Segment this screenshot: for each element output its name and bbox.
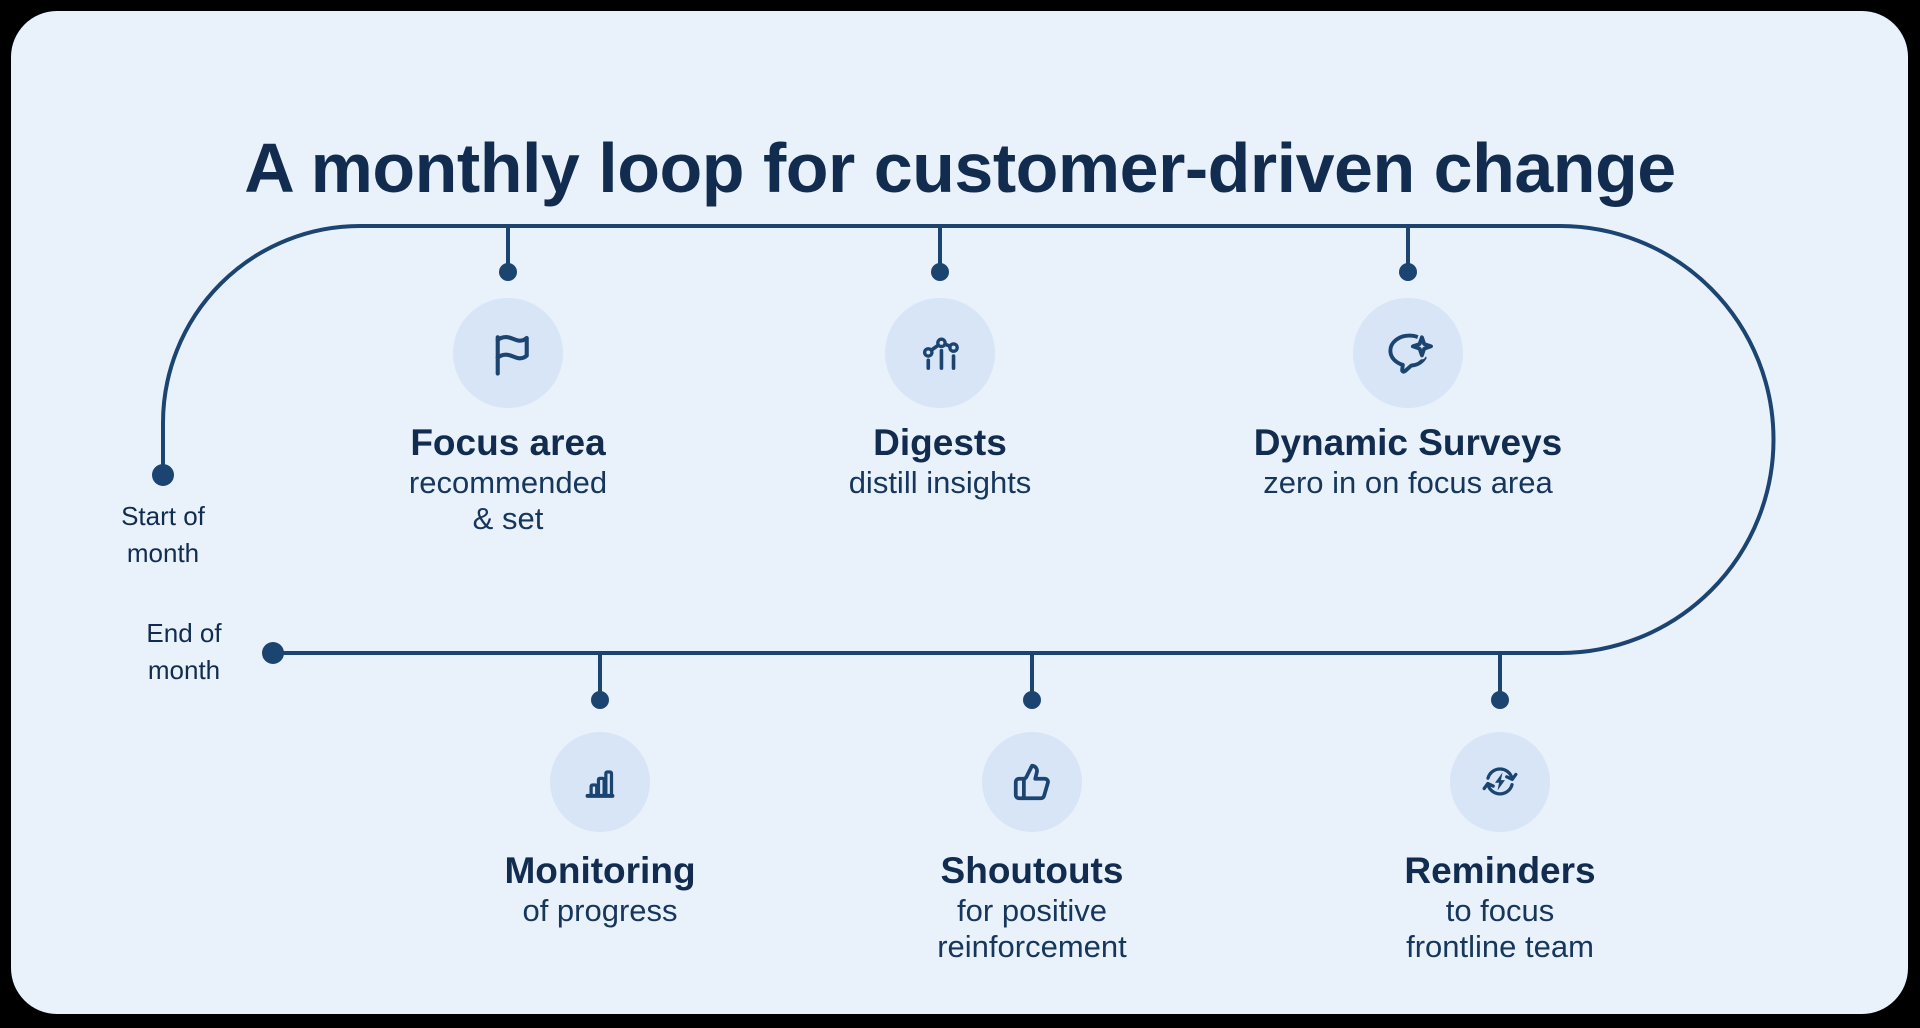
focus-area-labels: Focus area recommended & set bbox=[409, 420, 607, 537]
node-subtitle-line: distill insights bbox=[848, 465, 1032, 500]
node-subtitle-line: frontline team bbox=[1406, 929, 1594, 964]
node-shoutouts: Shoutouts for positive reinforcement bbox=[832, 732, 1232, 965]
node-dynamic-surveys: Dynamic Surveys zero in on focus area bbox=[1208, 298, 1608, 501]
line-chart-icon bbox=[922, 337, 959, 370]
node-monitoring: Monitoring of progress bbox=[400, 732, 800, 929]
node-title: Dynamic Surveys bbox=[1253, 422, 1563, 463]
node-title: Reminders bbox=[1404, 850, 1596, 891]
bar-chart-icon bbox=[585, 770, 615, 798]
start-of-month-dot bbox=[152, 464, 174, 486]
loop-path bbox=[161, 224, 1776, 655]
page-title: A monthly loop for customer-driven chang… bbox=[244, 128, 1676, 207]
node-reminders: Reminders to focus frontline team bbox=[1300, 732, 1700, 965]
end-of-month-line1: End of bbox=[146, 618, 222, 648]
focus-area-icon-badge bbox=[453, 298, 563, 408]
end-of-month-label: End of month bbox=[74, 615, 294, 689]
thumbs-up-icon bbox=[1013, 763, 1050, 801]
node-title: Monitoring bbox=[504, 850, 696, 891]
flag-icon bbox=[495, 334, 529, 376]
start-of-month-line1: Start of bbox=[121, 501, 205, 531]
infographic-card bbox=[11, 11, 1908, 1014]
node-subtitle-line: & set bbox=[472, 501, 544, 536]
reminders-labels: Reminders to focus frontline team bbox=[1404, 848, 1595, 965]
node-title: Digests bbox=[873, 422, 1007, 463]
dot-digests bbox=[931, 263, 949, 281]
reminders-icon-badge bbox=[1450, 732, 1550, 832]
dot-dynamic-surveys bbox=[1399, 263, 1417, 281]
node-subtitle-line: zero in on focus area bbox=[1263, 465, 1553, 500]
node-subtitle-line: of progress bbox=[522, 893, 678, 928]
node-subtitle-line: recommended bbox=[408, 465, 608, 500]
digests-labels: Digests distill insights bbox=[849, 420, 1032, 501]
node-subtitle-line: reinforcement bbox=[937, 929, 1127, 964]
dynamic-surveys-icon-badge bbox=[1353, 298, 1463, 408]
dot-shoutouts bbox=[1023, 691, 1041, 709]
monitoring-labels: Monitoring of progress bbox=[504, 848, 695, 929]
end-of-month-line2: month bbox=[147, 655, 221, 685]
dynamic-surveys-labels: Dynamic Surveys zero in on focus area bbox=[1254, 420, 1563, 501]
start-of-month-label: Start of month bbox=[53, 498, 273, 572]
chat-sparkle-icon bbox=[1388, 333, 1435, 374]
digests-icon-badge bbox=[885, 298, 995, 408]
dot-reminders bbox=[1491, 691, 1509, 709]
end-of-month-dot bbox=[262, 642, 284, 664]
node-digests: Digests distill insights bbox=[740, 298, 1140, 501]
node-title: Focus area bbox=[410, 422, 606, 463]
dot-focus-area bbox=[499, 263, 517, 281]
shoutouts-icon-badge bbox=[982, 732, 1082, 832]
node-focus-area: Focus area recommended & set bbox=[308, 298, 708, 537]
sync-bolt-icon bbox=[1482, 767, 1518, 796]
node-subtitle-line: to focus bbox=[1445, 893, 1555, 928]
monitoring-icon-badge bbox=[550, 732, 650, 832]
start-of-month-line2: month bbox=[126, 538, 200, 568]
shoutouts-labels: Shoutouts for positive reinforcement bbox=[937, 848, 1127, 965]
node-title: Shoutouts bbox=[940, 850, 1124, 891]
node-subtitle-line: for positive bbox=[957, 893, 1107, 928]
dot-monitoring bbox=[591, 691, 609, 709]
